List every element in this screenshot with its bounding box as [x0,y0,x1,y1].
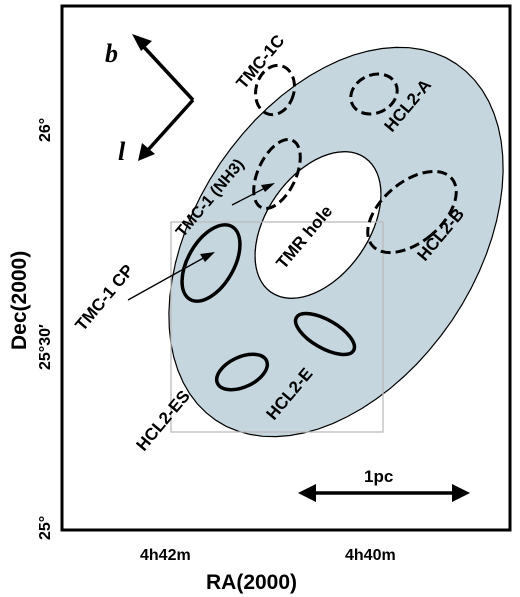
tmr-hole [254,151,382,299]
core-hcl2e [293,311,357,357]
core-tmc1cp [180,223,242,303]
arrow-tmc1nh3 [231,186,268,206]
y-tick-2530: 25°30′ [37,324,54,370]
core-tmc1nh3 [252,138,302,210]
arrowhead-tmc1nh3 [261,183,275,192]
scale-bar-label: 1pc [364,467,393,486]
compass-l-arrowhead [138,143,155,161]
compass-b-arrowhead [132,34,152,51]
arrowhead-tmc1cp [200,252,215,262]
x-tick-4h42m: 4h42m [140,547,191,564]
y-tick-26: 26° [37,118,54,142]
compass-l-label: l [118,137,126,166]
core-hcl2b [366,169,458,255]
compass-b-label: b [105,39,118,68]
core-tmc1c [254,63,296,117]
x-axis-title: RA(2000) [206,571,297,594]
compass: b l [105,34,195,166]
x-tick-4h40m: 4h40m [345,547,396,564]
core-hcl2es [214,352,270,392]
arrow-tmc1cp [127,255,208,301]
y-axis-title: Dec(2000) [8,251,31,350]
y-tick-25: 25° [37,516,54,540]
survey-box [170,221,384,433]
scale-bar: 1pc [298,467,470,502]
